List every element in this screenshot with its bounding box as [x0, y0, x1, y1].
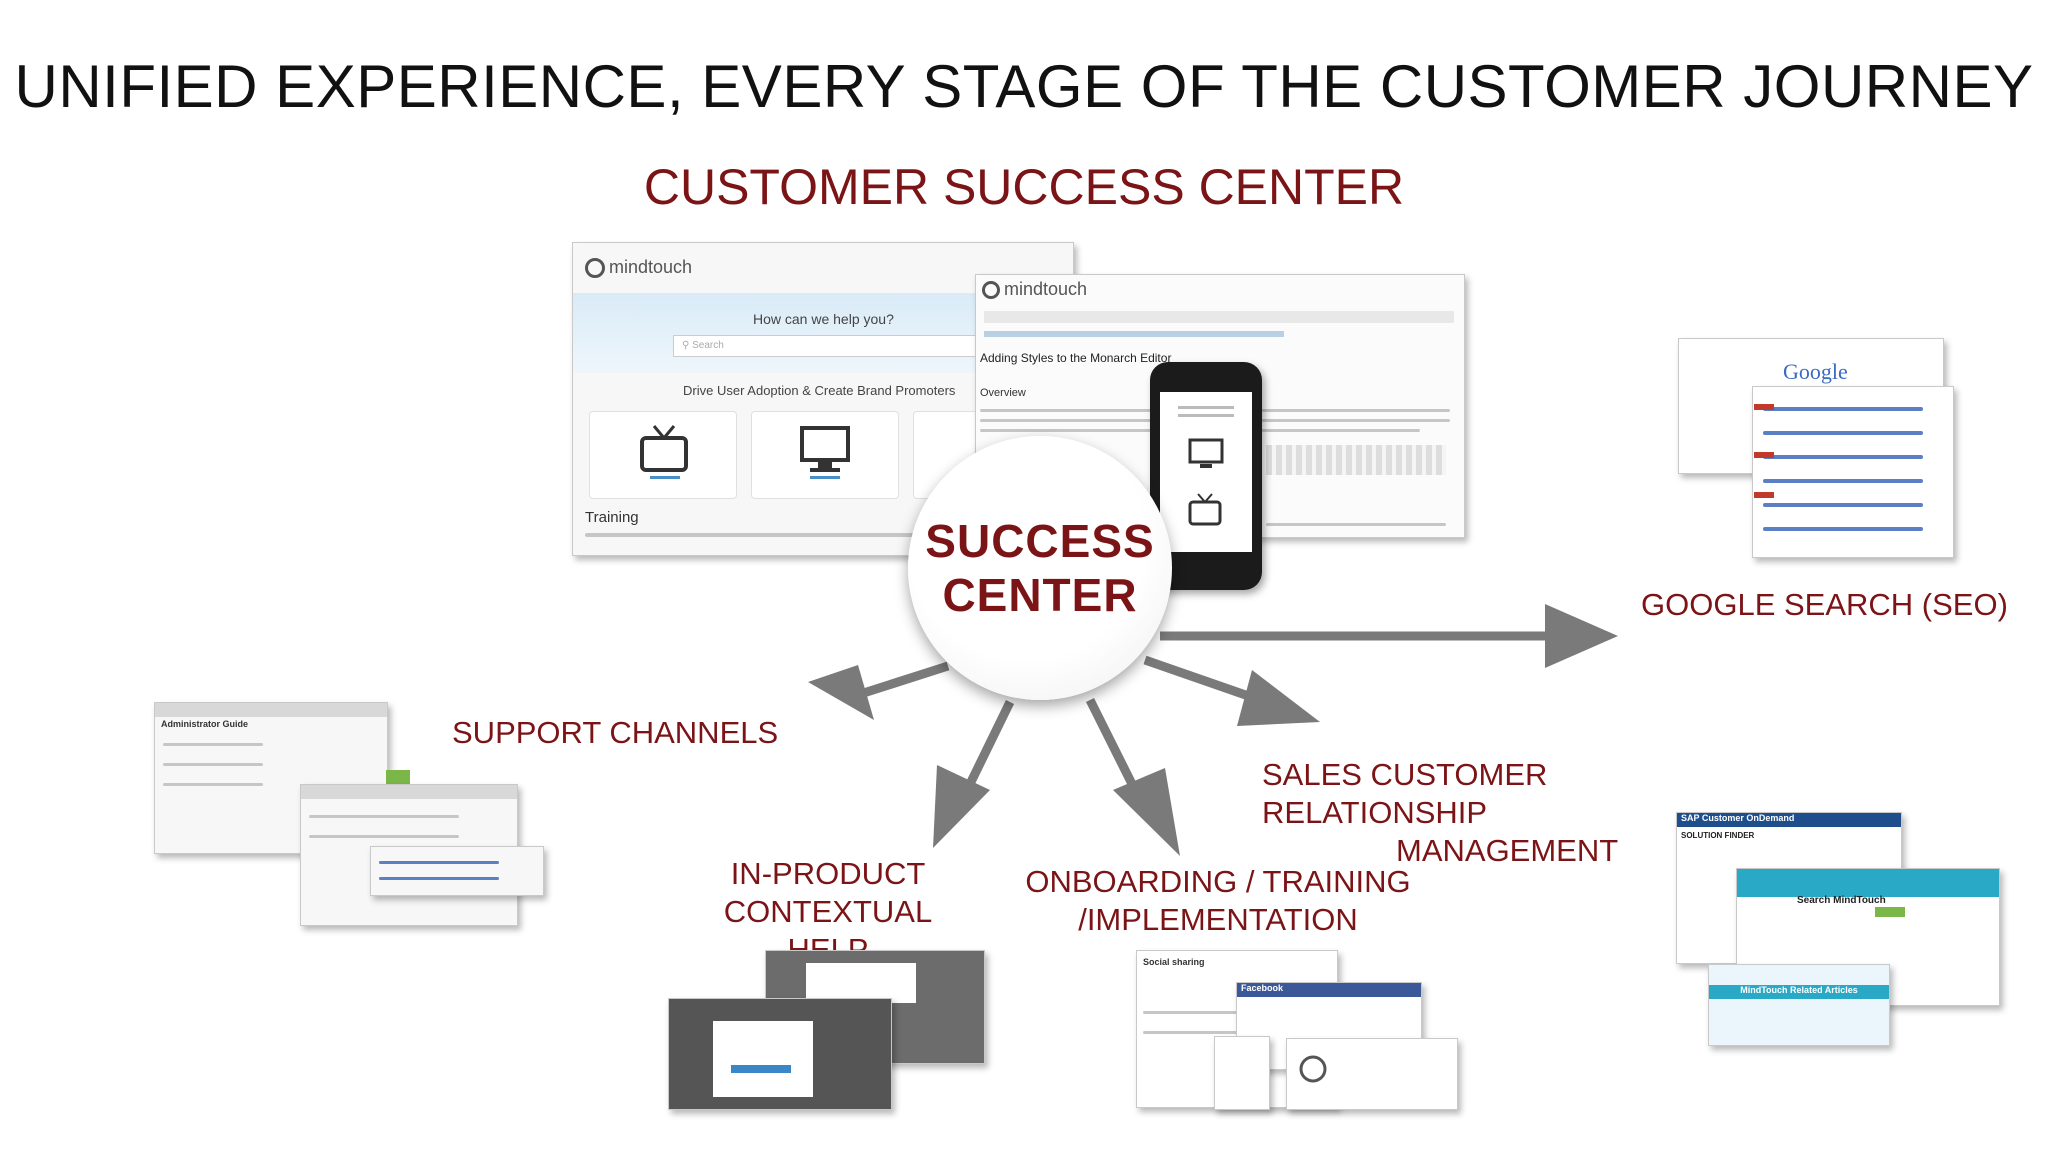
editor-logo: mindtouch: [982, 279, 1087, 300]
suggestion-2: [379, 877, 499, 880]
arrow-sales-head: [1237, 670, 1320, 726]
arrow-onboarding-head: [1113, 768, 1180, 856]
mindtouch-logo-icon: [585, 257, 605, 278]
tv-icon: [640, 425, 688, 479]
marker-2: [1754, 452, 1774, 458]
inproduct-panel: [713, 1021, 813, 1097]
category-tile-tv[interactable]: [589, 411, 737, 499]
label-in-product-line-1: IN-PRODUCT: [730, 856, 926, 891]
result-2: [1763, 431, 1923, 435]
success-center-hub: SUCCESS CENTER: [908, 436, 1172, 700]
label-onboarding-line-2: /IMPLEMENTATION: [1078, 902, 1358, 937]
salesforce-related-screenshot: MindTouch Related Articles: [1708, 964, 1890, 1046]
inproduct-highlight: [731, 1065, 791, 1073]
editor-page-title: Adding Styles to the Monarch Editor: [980, 351, 1172, 365]
training-text: [585, 533, 1055, 537]
result-3: [1763, 455, 1923, 459]
label-in-product: IN-PRODUCT CONTEXTUAL HELP: [718, 855, 938, 961]
admin-text-2: [163, 763, 263, 766]
editor-toolbar[interactable]: [1266, 445, 1446, 475]
arrow-inproduct-head: [933, 765, 990, 848]
label-google-search: GOOGLE SEARCH (SEO): [1641, 587, 2008, 622]
suggestion-1: [379, 861, 499, 864]
result-1: [1763, 407, 1923, 411]
sap-finder: SOLUTION FINDER: [1681, 831, 1755, 840]
mindtouch-logo: mindtouch: [585, 257, 692, 278]
onboarding-popup: [1286, 1038, 1458, 1110]
facebook-bar: Facebook: [1237, 983, 1421, 997]
arrow-google-head: [1545, 604, 1618, 668]
hero-question: How can we help you?: [753, 311, 894, 327]
editor-overview: Overview: [980, 387, 1026, 399]
label-onboarding-line-1: ONBOARDING / TRAINING: [1025, 864, 1411, 899]
phone-mockup: [1150, 362, 1262, 590]
marker-3: [1754, 492, 1774, 498]
editor-footer-text: [1266, 523, 1446, 526]
related-articles-header: MindTouch Related Articles: [1709, 985, 1889, 999]
slide-subtitle: CUSTOMER SUCCESS CENTER: [643, 159, 1405, 215]
salesforce-search-button[interactable]: [1875, 907, 1905, 917]
green-tab: [386, 770, 410, 784]
category-tile-monitor[interactable]: [751, 411, 899, 499]
salesforce-band: [1737, 869, 1999, 897]
phone-monitor-icon: [1178, 406, 1234, 526]
marker-1: [1754, 404, 1774, 410]
form-line-1: [309, 815, 459, 818]
form-window-bar: [301, 785, 517, 799]
inproduct-screenshot-front: [668, 998, 892, 1110]
form-line-2: [309, 835, 459, 838]
hub-line-1: SUCCESS: [925, 515, 1155, 567]
admin-window-bar: [155, 703, 387, 717]
label-sales: SALES CUSTOMER RELATIONSHIP MANAGEMENT: [1262, 756, 1622, 870]
result-4: [1763, 479, 1923, 483]
hero-tagline: Drive User Adoption & Create Brand Promo…: [683, 383, 956, 398]
google-results-screenshot: [1752, 386, 1954, 558]
label-sales-line-3: MANAGEMENT: [1396, 833, 1619, 868]
onboard-text-2: [1143, 1031, 1243, 1034]
label-in-product-line-2: CONTEXTUAL: [723, 894, 933, 929]
label-support-channels: SUPPORT CHANNELS: [452, 715, 779, 750]
support-suggestions-screenshot: [370, 846, 544, 896]
salesforce-search-title: Search MindTouch: [1797, 895, 1886, 906]
editor-breadcrumb: [984, 331, 1284, 337]
result-5: [1763, 503, 1923, 507]
monitor-icon: [800, 426, 850, 479]
arrow-sales: [1143, 655, 1262, 705]
hub-line-2: CENTER: [942, 569, 1138, 621]
arrow-support-head: [808, 665, 874, 720]
editor-logo-icon: [982, 280, 1000, 299]
phone-screen: [1160, 392, 1252, 552]
result-6: [1763, 527, 1923, 531]
search-icon: ⚲: [682, 340, 690, 351]
onboard-text-1: [1143, 1011, 1243, 1014]
admin-text-1: [163, 743, 263, 746]
slide-title: UNIFIED EXPERIENCE, EVERY STAGE OF THE C…: [14, 53, 2034, 120]
sap-header: SAP Customer OnDemand: [1677, 813, 1901, 827]
arrow-inproduct: [965, 700, 1015, 786]
editor-search-bar[interactable]: [984, 311, 1454, 323]
label-sales-line-1: SALES CUSTOMER: [1262, 757, 1548, 792]
label-onboarding: ONBOARDING / TRAINING /IMPLEMENTATION: [1022, 863, 1414, 939]
inproduct-popup: [806, 963, 916, 1003]
onboarding-menu: [1214, 1036, 1270, 1110]
label-sales-line-2: RELATIONSHIP: [1262, 795, 1488, 830]
training-heading: Training: [585, 509, 639, 526]
admin-text-3: [163, 783, 263, 786]
hero-search-input[interactable]: ⚲ Search: [673, 335, 983, 357]
admin-guide-title: Administrator Guide: [161, 719, 249, 729]
social-sharing-title: Social sharing: [1143, 957, 1205, 967]
speech-bubble-icon: [1299, 1055, 1327, 1083]
google-logo: Google: [1783, 359, 1848, 384]
